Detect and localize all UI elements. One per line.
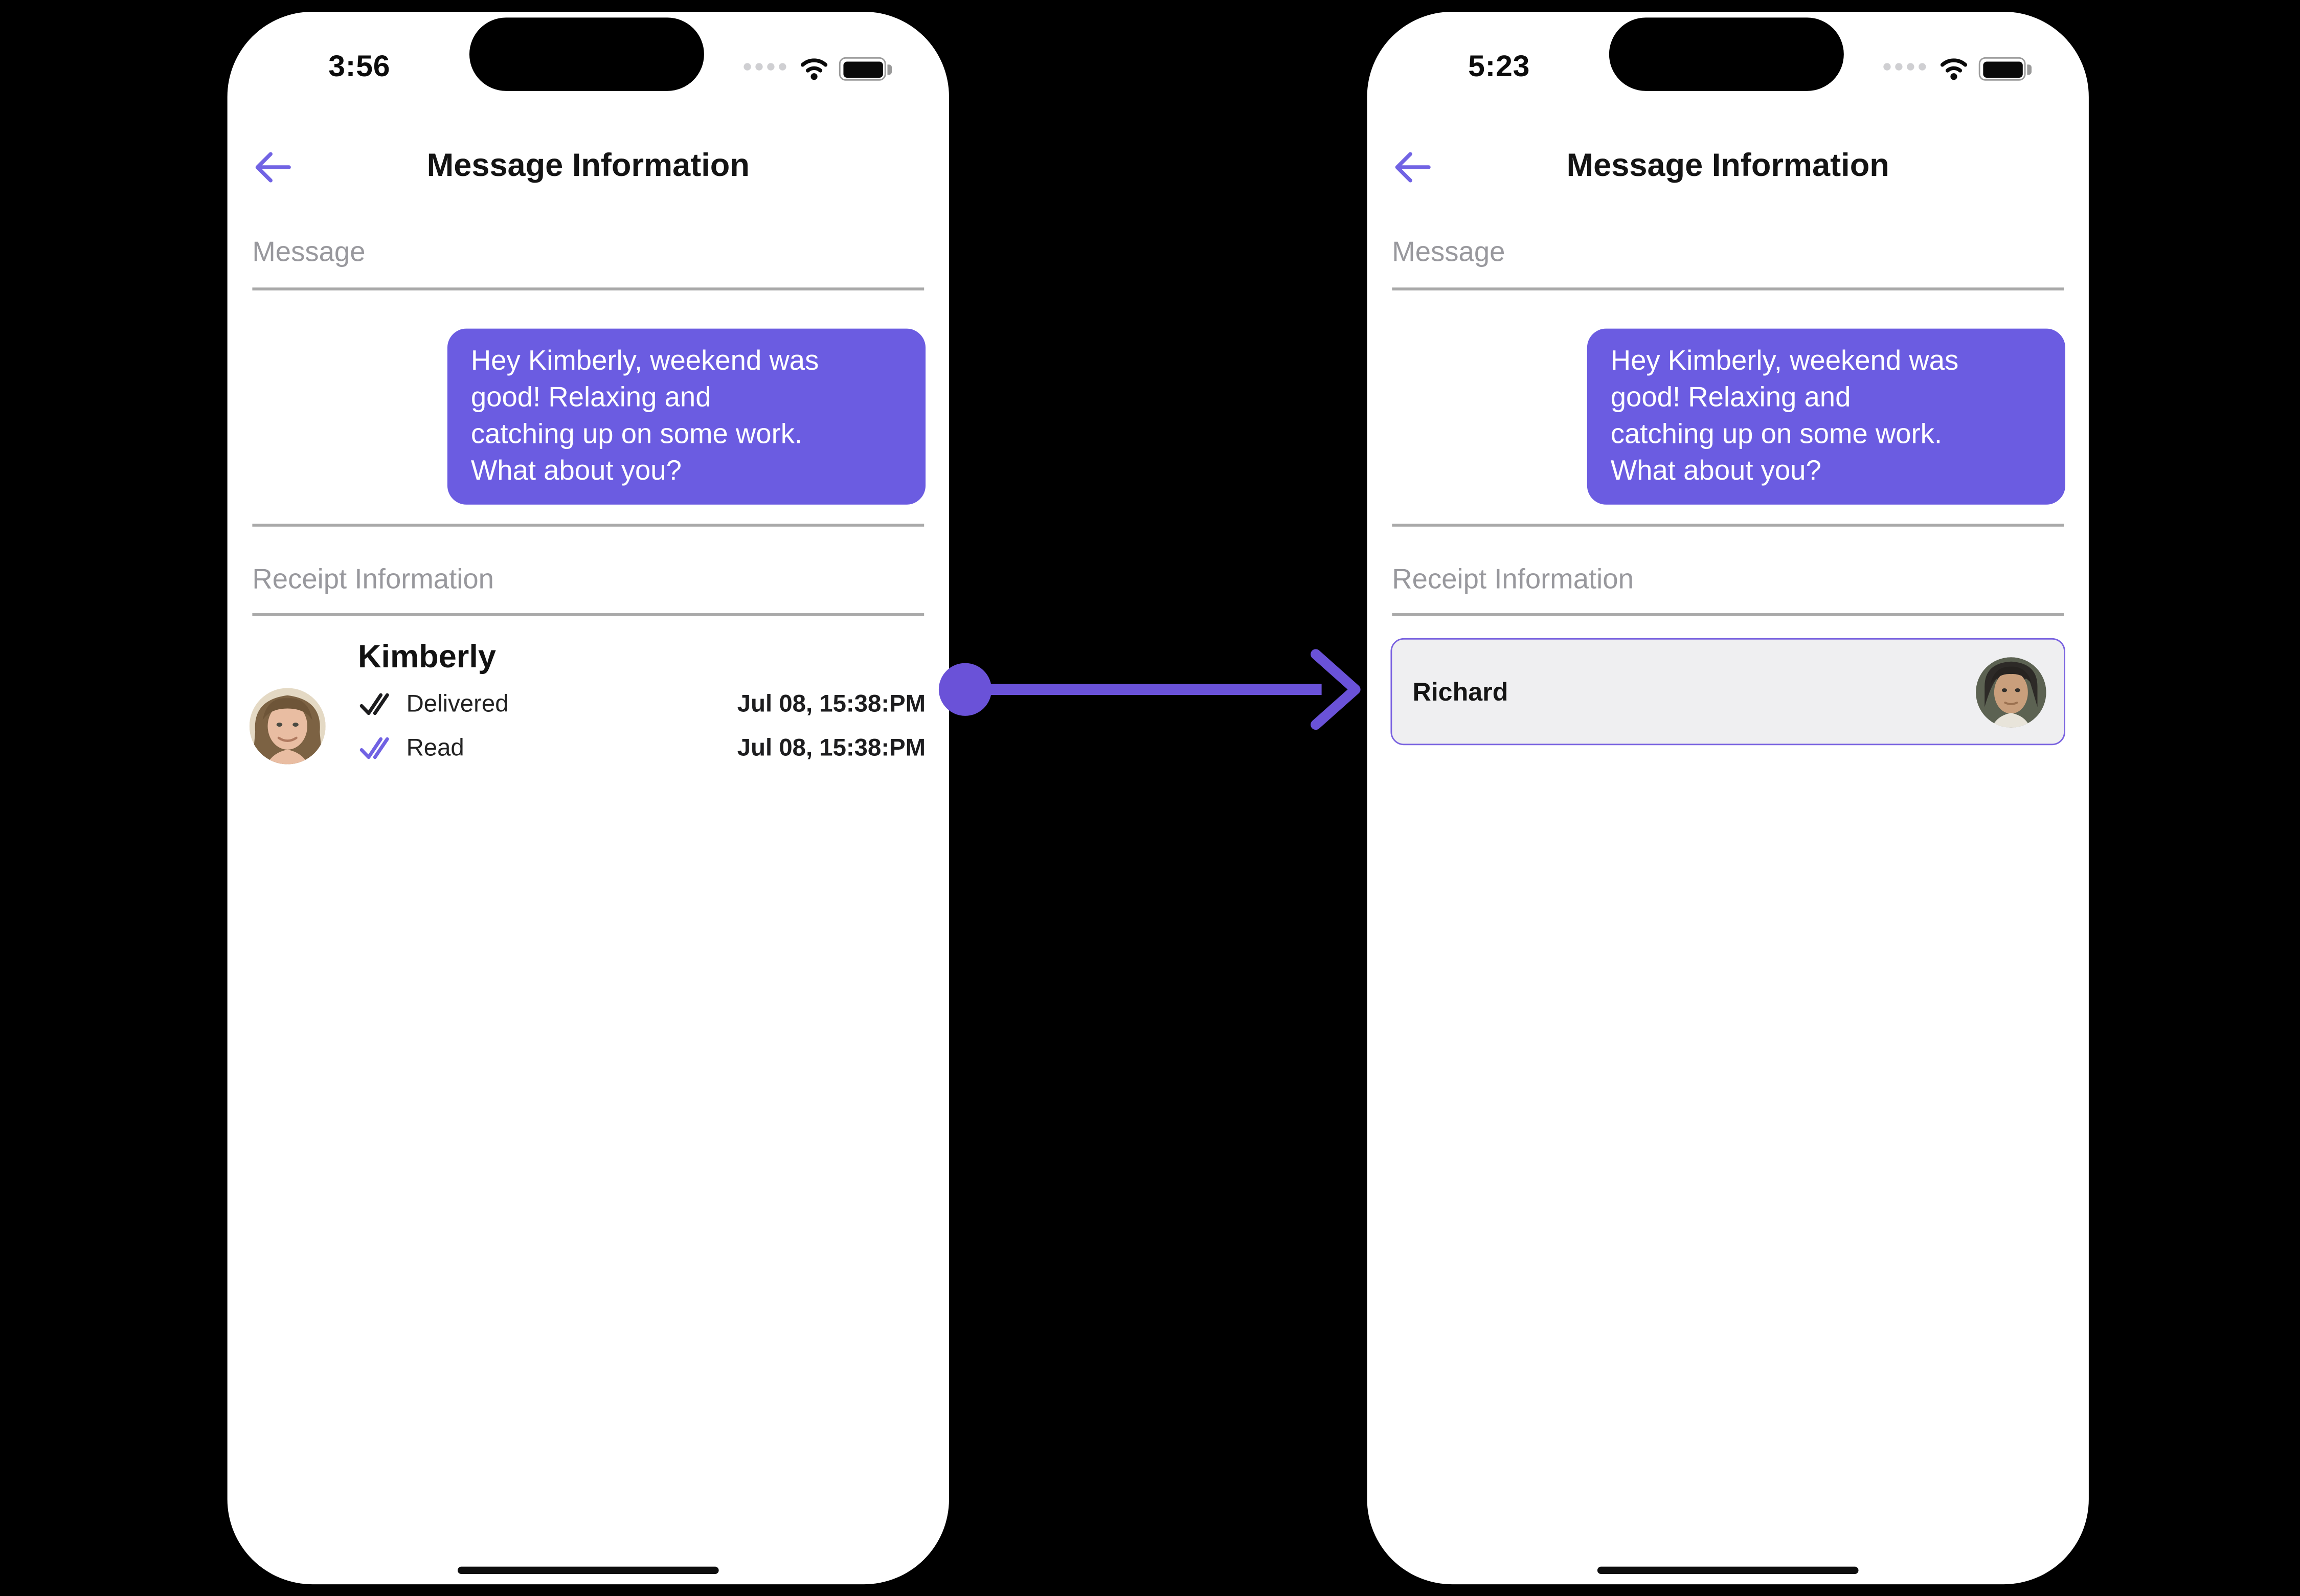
receipt-section-label: Receipt Information [252,565,494,596]
receipt-status-label: Delivered [406,690,509,717]
cellular-signal-icon [1883,63,1926,71]
arrow-left-icon [255,152,291,183]
message-bubble: Hey Kimberly, weekend was good! Relaxing… [1587,328,2065,505]
battery-icon [839,57,891,81]
message-section-label: Message [252,237,366,268]
receipt-contact-card[interactable]: Richard [1390,638,2065,746]
divider [252,524,924,527]
receipt-status-label: Read [406,734,464,761]
phone-left: 3:56 Message Information Message Hey Kim… [227,11,949,1585]
double-check-icon [359,693,389,715]
double-check-icon [359,737,389,759]
divider [1392,287,2064,290]
divider [1392,613,2064,616]
phone-right: 5:23 Message Information Message Hey Kim… [1367,11,2089,1585]
page-title: Message Information [1566,146,1889,184]
avatar [249,688,326,765]
receipt-row-delivered: Delivered Jul 08, 15:38:PM [359,689,926,718]
home-indicator[interactable] [458,1566,719,1575]
flow-arrow-icon [938,649,1361,730]
receipt-row-read: Read Jul 08, 15:38:PM [359,733,926,762]
contact-name: Richard [1412,676,1508,706]
status-time: 5:23 [1468,50,1530,84]
divider [252,287,924,290]
home-indicator[interactable] [1597,1566,1859,1575]
back-button[interactable] [254,151,292,183]
contact-name: Kimberly [357,638,497,675]
arrow-left-icon [1395,152,1431,183]
message-bubble: Hey Kimberly, weekend was good! Relaxing… [447,328,926,505]
dynamic-island [469,17,704,91]
receipt-timestamp: Jul 08, 15:38:PM [737,690,926,717]
status-time: 3:56 [328,50,391,84]
message-section-label: Message [1392,237,1505,268]
wifi-icon [800,58,828,80]
wifi-icon [1940,58,1968,80]
divider [252,613,924,616]
divider [1392,524,2064,527]
cellular-signal-icon [743,63,786,71]
page-title: Message Information [426,146,750,184]
avatar [1976,656,2046,727]
dynamic-island [1609,17,1844,91]
receipt-section-label: Receipt Information [1392,565,1634,596]
back-button[interactable] [1393,151,1432,183]
battery-icon [1978,57,2031,81]
receipt-timestamp: Jul 08, 15:38:PM [737,734,926,761]
